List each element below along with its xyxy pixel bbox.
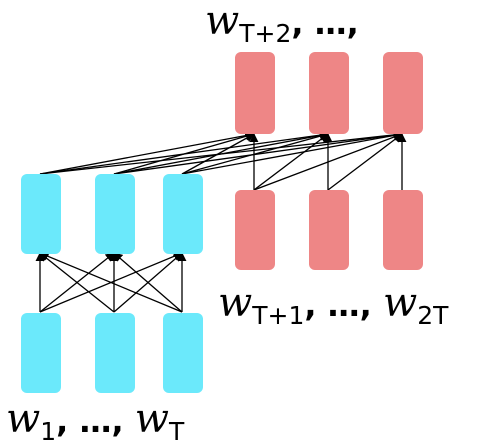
- encoder-hidden-node: [163, 174, 203, 254]
- edge: [181, 133, 255, 175]
- edge: [39, 131, 255, 175]
- edge: [113, 131, 255, 175]
- edge: [181, 131, 329, 175]
- encoder-hidden-node: [21, 174, 61, 254]
- output-label: wT+2, …,: [205, 0, 359, 48]
- decoder-input-node: [235, 190, 275, 270]
- decoder-input-label: wT+1, …, w2T: [218, 280, 449, 330]
- edge: [327, 133, 403, 191]
- encoder-input-label-var2: w: [135, 396, 169, 442]
- output-label-sub: T+2: [238, 19, 291, 48]
- decoder-causal-edges: [249, 132, 407, 191]
- edge: [39, 251, 183, 313]
- decoder-input-label-tail: , …,: [304, 286, 383, 324]
- edge: [113, 130, 403, 175]
- decoder-input-layer: [235, 190, 423, 270]
- decoder-input-node: [309, 190, 349, 270]
- encoder-hidden-node: [95, 174, 135, 254]
- decoder-input-label-var: w: [218, 280, 252, 326]
- edge: [113, 252, 183, 313]
- encoder-hidden-layer: [21, 174, 203, 254]
- encoder-input-edges: [35, 251, 187, 313]
- edge: [113, 131, 329, 175]
- encoder-input-label-sub2: T: [168, 417, 185, 446]
- encoder-input-label-var: w: [6, 396, 40, 442]
- decoder-output-node: [235, 52, 275, 134]
- edge: [39, 252, 115, 313]
- decoder-input-label-sub2: 2T: [417, 301, 449, 330]
- decoder-output-node: [309, 52, 349, 134]
- edge: [181, 130, 403, 175]
- decoder-input-label-var2: w: [383, 280, 417, 326]
- edge: [253, 133, 329, 191]
- output-label-var: w: [205, 0, 239, 44]
- encoder-input-label: w1, …, wT: [6, 396, 185, 446]
- decoder-output-node: [383, 52, 423, 134]
- output-label-tail: , …,: [291, 4, 358, 42]
- decoder-output-layer: [235, 52, 423, 134]
- encoder-input-node: [163, 313, 203, 393]
- encoder-input-node: [21, 313, 61, 393]
- decoder-input-label-sub: T+1: [251, 301, 304, 330]
- encoder-input-node: [95, 313, 135, 393]
- encoder-input-label-sub: 1: [40, 417, 56, 446]
- encoder-to-output-edges: [39, 130, 403, 175]
- encoder-input-layer: [21, 313, 203, 393]
- decoder-input-node: [383, 190, 423, 270]
- encoder-input-label-tail: , …,: [56, 402, 135, 440]
